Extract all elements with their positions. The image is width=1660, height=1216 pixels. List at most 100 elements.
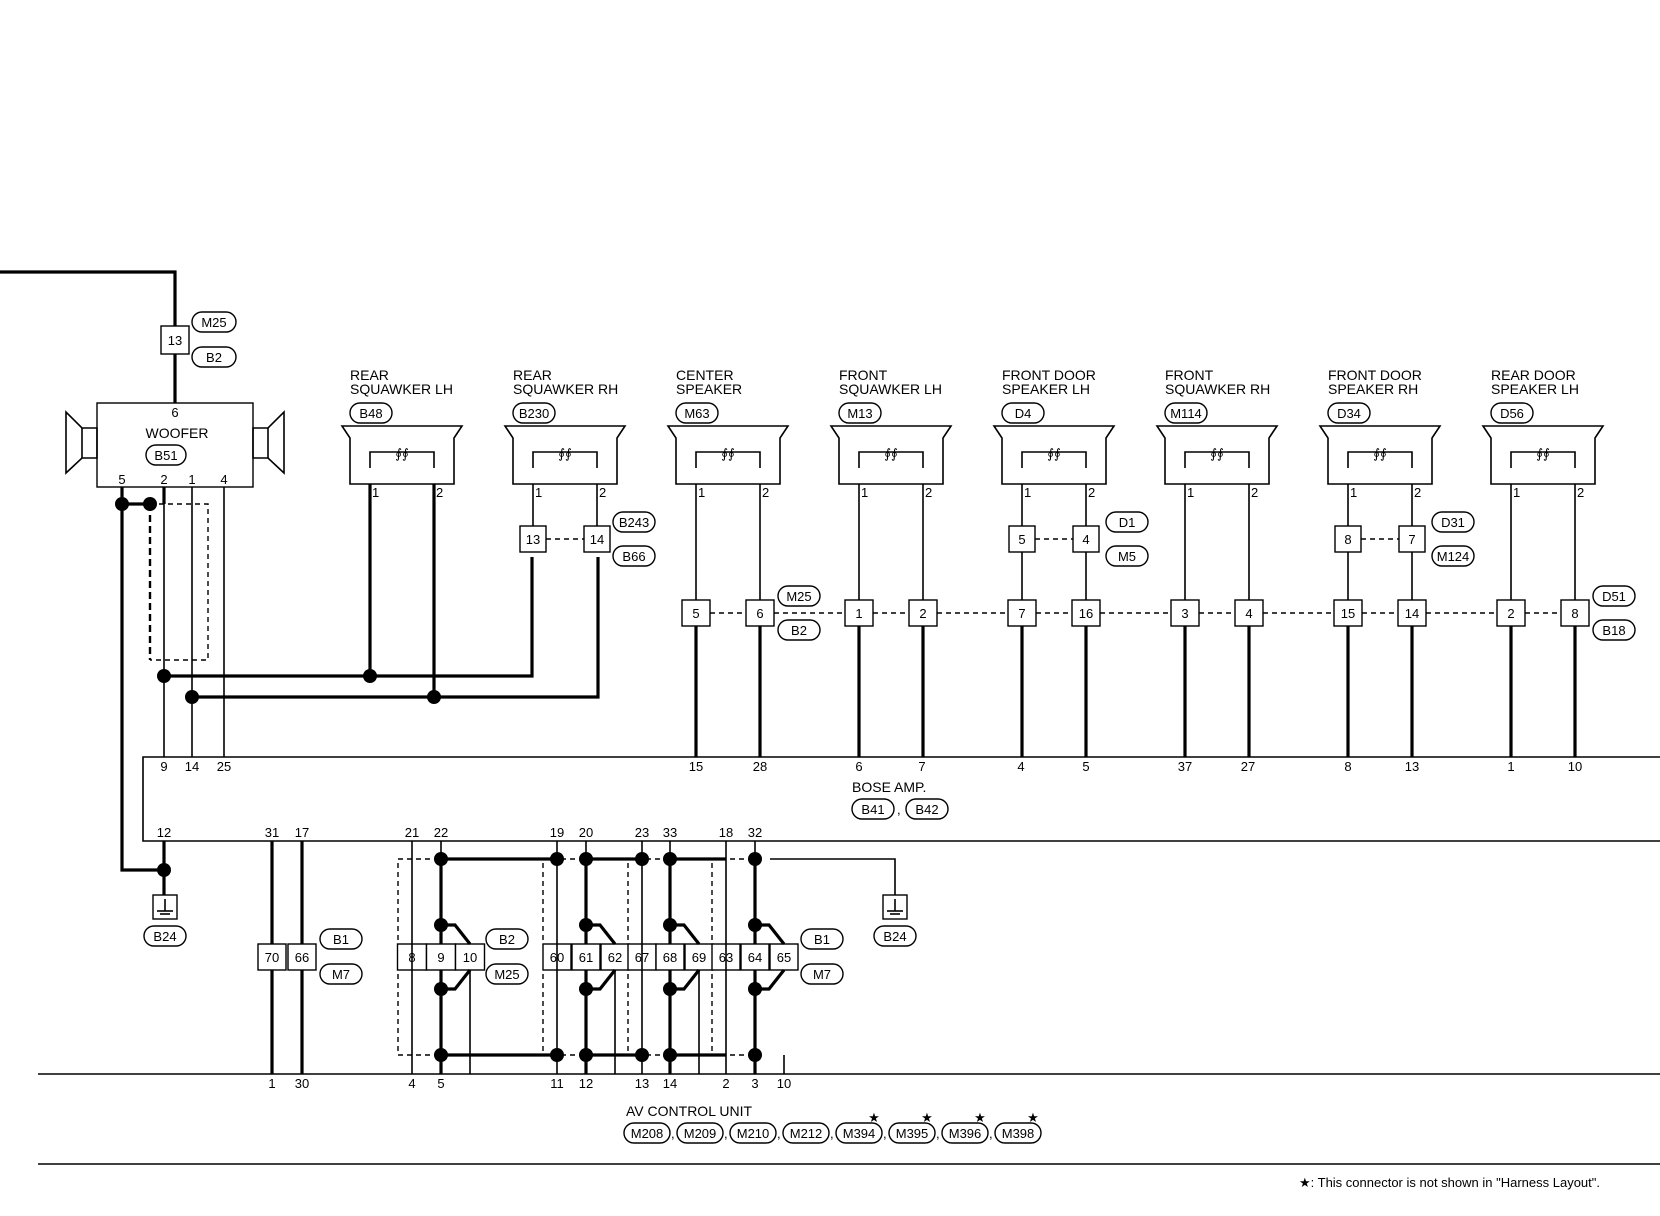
splice [434, 852, 448, 866]
speaker-title-line1: REAR [513, 367, 552, 383]
speaker-coil-frame [858, 451, 924, 468]
speaker-horn [829, 425, 953, 485]
bose-amp-top-pin: 7 [918, 759, 925, 774]
joint-right-connector-2-pill [800, 963, 844, 985]
av-connector: M398 [1002, 1126, 1035, 1141]
splice [434, 1048, 448, 1062]
joint-pin-1: 5 [692, 606, 699, 621]
shield-top [711, 858, 755, 940]
bose-amp-top-pin: 1 [1507, 759, 1514, 774]
joint-right-connector-1-pill [800, 928, 844, 950]
joint-right-pin-box [655, 943, 685, 971]
ground-right: B24 [770, 858, 917, 947]
joint-mid-connector-2-pill [485, 963, 529, 985]
splice [748, 1048, 762, 1062]
joint-right-pin: 61 [579, 950, 593, 965]
av-connector-sep: , [883, 1126, 887, 1141]
joint-connector-1: M25 [786, 589, 811, 604]
av-connector-pill [888, 1122, 936, 1144]
joint-pin-1: 3 [1181, 606, 1188, 621]
speaker-pin-2: 2 [436, 485, 443, 500]
speaker-pin-2: 2 [762, 485, 769, 500]
woofer-joint-connector-2: B2 [206, 350, 222, 365]
av-connector-sep: , [989, 1126, 993, 1141]
joint-connector-1-pill [777, 585, 821, 607]
joint-upper-connector-1-pill [1431, 511, 1475, 533]
speaker-pin-1: 1 [1187, 485, 1194, 500]
splice [363, 669, 377, 683]
speaker-connector-pill [838, 402, 882, 424]
joint-upper-connector-1: D31 [1441, 515, 1465, 530]
speaker-coil-frame [1347, 451, 1413, 468]
speaker-connector-pill [1327, 402, 1371, 424]
speaker-horn [1318, 425, 1442, 485]
woofer-label: WOOFER [146, 425, 209, 441]
speaker-pin-1: 1 [535, 485, 542, 500]
joint-mid-pin: 9 [437, 950, 444, 965]
av-pin: 5 [437, 1076, 444, 1091]
splice [663, 852, 677, 866]
speaker-connector-pill [675, 402, 719, 424]
joint-connector-1-pill [612, 511, 656, 533]
splice [748, 918, 762, 932]
speaker-pin-2: 2 [1251, 485, 1258, 500]
av-connector: M210 [737, 1126, 770, 1141]
shield-top [397, 858, 441, 940]
joint-upper-pin-1: 8 [1344, 532, 1351, 547]
bose-amp-connector-sep: , [897, 802, 901, 817]
joint-pin-2: 6 [756, 606, 763, 621]
speaker-horn [1481, 425, 1605, 485]
speaker-title-line1: REAR [350, 367, 389, 383]
bose-amp-top-pin: 5 [1082, 759, 1089, 774]
joint-connector-1-pill [1592, 585, 1636, 607]
av-connector-sep: , [671, 1126, 675, 1141]
speaker-connector-pill [512, 402, 556, 424]
av-connector-pill [782, 1122, 830, 1144]
joint-pin-1: 2 [1507, 606, 1514, 621]
splice [663, 918, 677, 932]
joint-pin-2: 2 [919, 606, 926, 621]
speaker-connector-pill [1001, 402, 1045, 424]
joint-left-pin: 66 [295, 950, 309, 965]
speaker-pin-1: 1 [861, 485, 868, 500]
av-pin: 3 [751, 1076, 758, 1091]
av-pin: 14 [663, 1076, 677, 1091]
av-connector: M396 [949, 1126, 982, 1141]
bose-amp-top-pin: 10 [1568, 759, 1582, 774]
joint-connector-2: B2 [791, 623, 807, 638]
speaker-title-line1: REAR DOOR [1491, 367, 1576, 383]
speaker-connector: B230 [519, 406, 549, 421]
bose-amp-top-pin: 13 [1405, 759, 1419, 774]
joint-right-pin: 69 [692, 950, 706, 965]
av-pin: 10 [777, 1076, 791, 1091]
joint-connector-1: D51 [1602, 589, 1626, 604]
bose-amp-top-pin: 14 [185, 759, 199, 774]
av-connector: M209 [684, 1126, 717, 1141]
speaker-horn [340, 425, 464, 485]
speaker-connector-pill [1490, 402, 1534, 424]
speaker-coil-icon: ∮∮ [1536, 446, 1550, 461]
woofer-pin-top: 6 [171, 405, 178, 420]
speaker-connector: B48 [359, 406, 382, 421]
av-pin: 2 [722, 1076, 729, 1091]
ground-right-connector: B24 [883, 929, 906, 944]
speaker-coil-icon: ∮∮ [1373, 446, 1387, 461]
joint-connector-1: B243 [619, 515, 649, 530]
splice [635, 1048, 649, 1062]
woofer-pin-5: 5 [118, 472, 125, 487]
joint-left-pin: 70 [265, 950, 279, 965]
joint-mid-connector-2: M25 [494, 967, 519, 982]
splice [434, 918, 448, 932]
splice [748, 852, 762, 866]
joint-pin-2: 4 [1245, 606, 1252, 621]
joint-right-pin: 62 [608, 950, 622, 965]
speaker-pin-1: 1 [1024, 485, 1031, 500]
speaker-coil-icon: ∮∮ [558, 446, 572, 461]
bose-amp-top-pin: 8 [1344, 759, 1351, 774]
